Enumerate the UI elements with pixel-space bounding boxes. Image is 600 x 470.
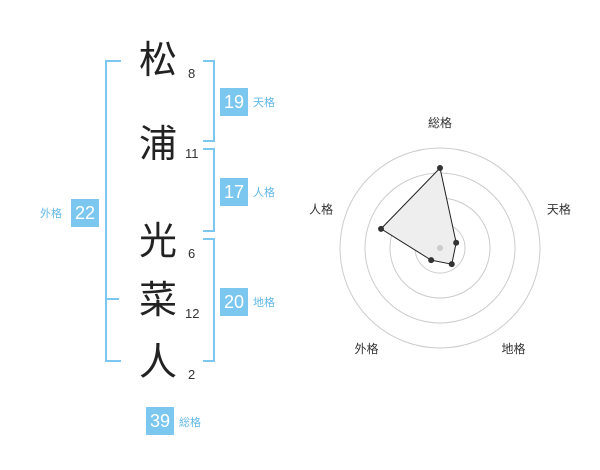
name-char-4: 菜 <box>138 278 177 322</box>
chikaku-bracket <box>203 238 215 362</box>
tenkaku-label: 天格 <box>253 96 275 109</box>
radar-point-1 <box>437 165 443 171</box>
jinkaku-badge: 17 <box>220 178 248 206</box>
radar-ring <box>339 147 541 349</box>
tenkaku-badge: 19 <box>220 88 248 116</box>
stroke-count-5: 2 <box>188 367 196 382</box>
name-char-2: 浦 <box>138 122 177 166</box>
soukaku-label: 総格 <box>179 416 201 429</box>
jinkaku-bracket <box>203 148 215 232</box>
radar-axis-label-3: 地格 <box>501 341 525 356</box>
gaikaku-label: 外格 <box>40 207 62 220</box>
gaikaku-badge: 22 <box>71 199 99 227</box>
radar-point-2 <box>453 239 460 246</box>
radar-center-dot <box>437 245 443 251</box>
name-char-1: 松 <box>138 38 177 82</box>
tenkaku-bracket <box>203 60 215 142</box>
chikaku-badge: 20 <box>220 288 248 316</box>
radar-axis-label-5: 人格 <box>309 201 333 216</box>
radar-point-5 <box>378 225 385 232</box>
radar-axis-label-1: 総格 <box>428 115 452 130</box>
name-char-5: 人 <box>138 340 177 384</box>
stroke-count-2: 11 <box>185 146 199 161</box>
radar-point-3 <box>448 261 455 268</box>
radar-axis-label-4: 外格 <box>355 341 379 356</box>
stroke-count-1: 8 <box>188 66 196 81</box>
radar-point-4 <box>428 257 435 264</box>
stroke-count-3: 6 <box>188 246 196 261</box>
radar-points <box>378 165 460 268</box>
chikaku-label: 地格 <box>253 296 275 309</box>
jinkaku-label: 人格 <box>253 186 275 199</box>
radar-axis-label-2: 天格 <box>547 201 571 216</box>
gaikaku-bracket-stub <box>105 298 119 300</box>
radar-series-area <box>380 166 457 265</box>
stroke-count-4: 12 <box>185 306 200 321</box>
name-char-3: 光 <box>138 219 177 263</box>
soukaku-badge: 39 <box>146 407 174 435</box>
gaikaku-bracket <box>105 60 121 362</box>
